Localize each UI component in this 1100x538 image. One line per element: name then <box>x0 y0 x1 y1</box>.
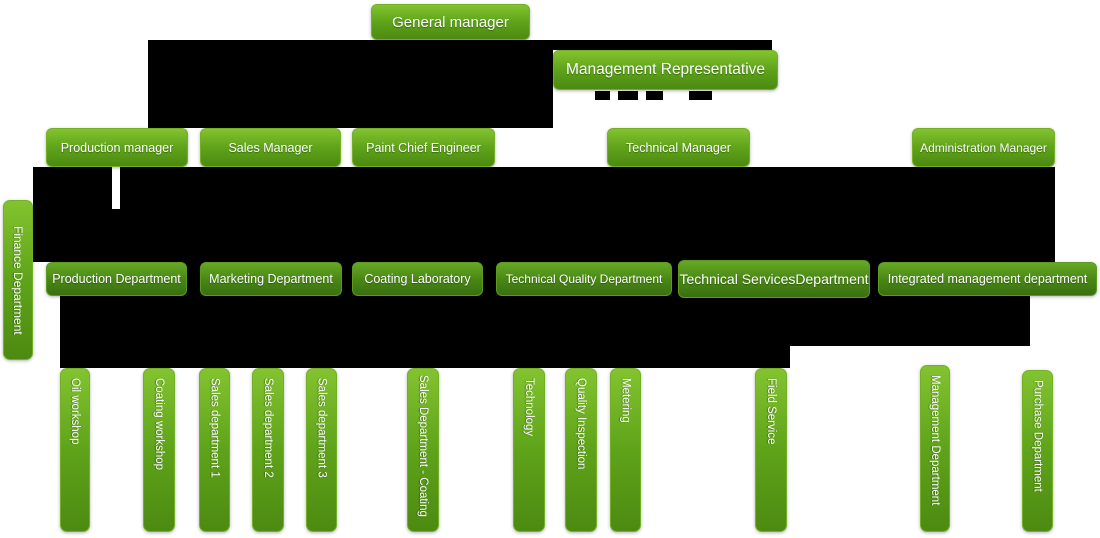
connector-region <box>646 91 663 100</box>
node-purchase-department: Purchase Department <box>1022 370 1053 532</box>
node-marketing-department: Marketing Department <box>200 262 342 296</box>
node-management-department: Management Department <box>920 365 950 532</box>
node-coating-laboratory: Coating Laboratory <box>352 262 483 296</box>
connector-region <box>148 40 553 128</box>
node-technology: Technology <box>513 368 545 532</box>
node-quality-inspection: Quality Inspection <box>565 368 597 532</box>
node-technical-manager: Technical Manager <box>607 128 750 167</box>
node-integrated-management-department: Integrated management department <box>878 262 1097 296</box>
node-production-department: Production Department <box>46 262 187 296</box>
connector-region <box>595 91 610 100</box>
node-sales-department-2: Sales department 2 <box>252 368 284 532</box>
connector-region <box>33 167 1055 262</box>
connector-region <box>553 40 772 50</box>
node-general-manager: General manager <box>371 4 530 40</box>
node-administration-manager: Administration Manager <box>912 128 1055 167</box>
node-sales-manager: Sales Manager <box>200 128 341 167</box>
connector-region <box>689 91 712 100</box>
node-sales-department-3: Sales department 3 <box>306 368 337 532</box>
node-coating-workshop: Coating workshop <box>143 368 175 532</box>
node-sales-department-coating: Sales Department - Coating <box>407 368 439 532</box>
node-sales-department-1: Sales department 1 <box>199 368 230 532</box>
connector-region <box>618 91 638 100</box>
node-technical-quality-department: Technical Quality Department <box>496 262 672 296</box>
node-production-manager: Production manager <box>46 128 188 167</box>
connector-stub <box>112 167 120 209</box>
node-field-service: Field Service <box>755 368 787 532</box>
node-finance-department: Finance Department <box>3 200 33 360</box>
node-management-representative: Management Representative <box>553 50 778 90</box>
node-paint-chief-engineer: Paint Chief Engineer <box>352 128 495 167</box>
node-metering: Metering <box>610 368 641 532</box>
node-oil-workshop: Oil workshop <box>60 368 90 532</box>
node-technical-services-department: Technical ServicesDepartment <box>678 260 870 298</box>
